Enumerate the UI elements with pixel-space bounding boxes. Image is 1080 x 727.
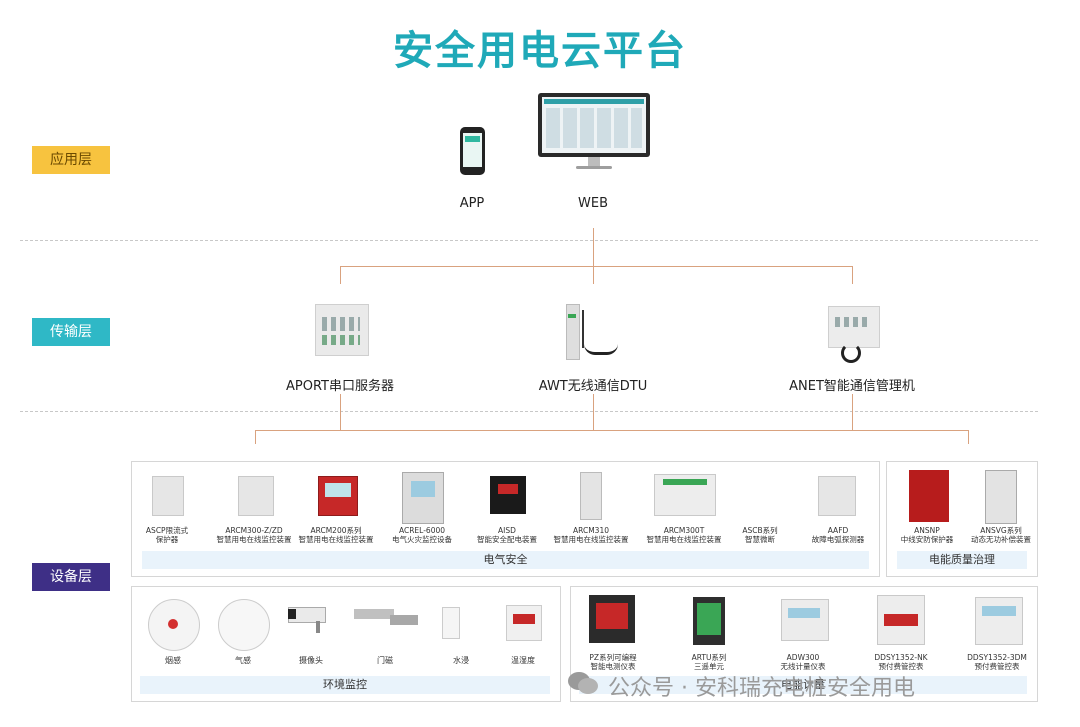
layer-tag-transport: 传输层: [32, 318, 110, 346]
phone-image: [460, 127, 485, 175]
connector-line: [340, 266, 341, 284]
metering-caption: 电能计量: [579, 676, 1027, 694]
aafd-device-image: [818, 476, 856, 516]
connector-line: [255, 430, 256, 444]
artu-device-image: [693, 597, 725, 645]
aport-device-image: [315, 304, 369, 356]
ansnp-device-image: [909, 470, 949, 522]
page-title: 安全用电云平台: [393, 28, 687, 74]
device-label: PZ系列可编程智能电测仪表: [589, 653, 637, 671]
ascp-device-image: [152, 476, 184, 516]
ddsy-3dm-device-image: [975, 597, 1023, 645]
camera-image: [288, 607, 340, 633]
gateway-label-awt: AWT无线通信DTU: [538, 379, 648, 394]
device-label: ASCP限流式保护器: [145, 526, 189, 544]
sensor-label-camera: 摄像头: [299, 656, 323, 665]
awt-device-image: [566, 304, 620, 360]
connector-line: [593, 394, 594, 430]
separator-line: [20, 411, 1038, 412]
door-sensor-image: [354, 609, 420, 627]
arcm300t-device-image: [654, 474, 716, 516]
ddsy-nk-device-image: [877, 595, 925, 645]
arcm200-device-image: [318, 476, 358, 516]
connector-line: [255, 430, 969, 431]
connector-line: [593, 228, 594, 266]
environment-caption: 环境监控: [140, 676, 550, 694]
watermark-text: 公众号 · 安科瑞充电桩安全用电: [608, 676, 915, 701]
separator-line: [20, 240, 1038, 241]
layer-tag-device: 设备层: [32, 563, 110, 591]
anet-device-image: [828, 306, 880, 363]
connector-line: [852, 266, 853, 284]
sensor-label-gas: 气感: [235, 656, 251, 665]
wechat-icon: [566, 668, 602, 698]
smoke-sensor-image: [148, 599, 200, 651]
gateway-label-anet: ANET智能通信管理机: [789, 379, 915, 394]
connector-line: [340, 394, 341, 430]
device-label: ANSVG系列动态无功补偿装置: [971, 526, 1031, 544]
gateway-label-aport: APORT串口服务器: [286, 379, 394, 394]
power-quality-caption: 电能质量治理: [897, 551, 1027, 569]
temp-humidity-sensor-image: [506, 605, 542, 641]
web-label: WEB: [578, 196, 608, 211]
pz-meter-image: [589, 595, 635, 643]
connector-line: [968, 430, 969, 444]
aisd-device-image: [490, 476, 526, 514]
connector-line: [593, 266, 594, 284]
acrel6000-device-image: [402, 472, 444, 524]
adw300-device-image: [781, 599, 829, 641]
gas-sensor-image: [218, 599, 270, 651]
layer-tag-application: 应用层: [32, 146, 110, 174]
sensor-label-door: 门磁: [377, 656, 393, 665]
sensor-label-water: 水浸: [453, 656, 469, 665]
device-label: ARTU系列三遥单元: [691, 653, 727, 671]
environment-box: 烟感 气感 摄像头 门磁 水浸 温湿度 环境监控: [131, 586, 561, 702]
sensor-label-temp-humidity: 温湿度: [511, 656, 535, 665]
device-label: ASCB系列智慧微断: [742, 526, 778, 544]
arcm300-zd-device-image: [238, 476, 274, 516]
connector-line: [340, 266, 853, 267]
device-label: ARCM200系列智慧用电在线监控装置: [298, 526, 374, 544]
water-sensor-image: [442, 607, 460, 639]
electrical-safety-caption: 电气安全: [142, 551, 869, 569]
ansvg-device-image: [985, 470, 1017, 524]
connector-line: [852, 394, 853, 430]
sensor-label-smoke: 烟感: [165, 656, 181, 665]
arcm310-device-image: [580, 472, 602, 520]
app-label: APP: [459, 196, 485, 211]
monitor-image: [538, 93, 650, 171]
